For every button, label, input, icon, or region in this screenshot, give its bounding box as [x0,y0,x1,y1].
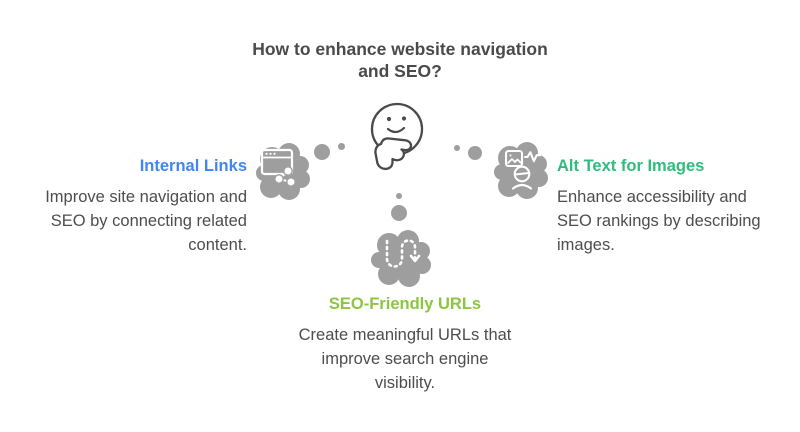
branch-description-seo-friendly-urls: Create meaningful URLs that improve sear… [298,326,512,392]
connector-dot [391,205,407,221]
branch-description-alt-text-for-images: Enhance accessibility and SEO rankings b… [557,188,761,254]
connector-dot [468,146,482,160]
branch-internal-links: Internal Links Improve site navigation a… [25,156,247,257]
branch-seo-friendly-urls: SEO-Friendly URLs Create meaningful URLs… [290,294,520,395]
thought-cloud-alt-text [494,140,548,202]
connector-dot [454,145,460,151]
branch-alt-text-for-images: Alt Text for Images Enhance accessibilit… [557,156,769,257]
branch-label-internal-links: Internal Links [139,157,247,175]
connector-dot [396,193,402,199]
cloud-blob [371,230,431,287]
thought-cloud-internal-links [256,141,310,203]
thinking-face-icon [363,97,427,173]
image-alt-text-icon [504,149,542,190]
branch-description-internal-links: Improve site navigation and SEO by conne… [45,188,247,254]
connector-dot [338,143,345,150]
dashed-route-arrow-icon [385,239,421,268]
branch-label-alt-text-for-images: Alt Text for Images [557,157,705,175]
branch-label-seo-friendly-urls: SEO-Friendly URLs [328,295,482,313]
cloud-blob [256,143,310,200]
browser-share-icon [260,148,296,187]
page-title: How to enhance website navigation and SE… [252,39,548,81]
connector-dot [314,144,330,160]
cloud-blob [494,142,548,199]
thought-cloud-seo-urls [371,229,433,289]
